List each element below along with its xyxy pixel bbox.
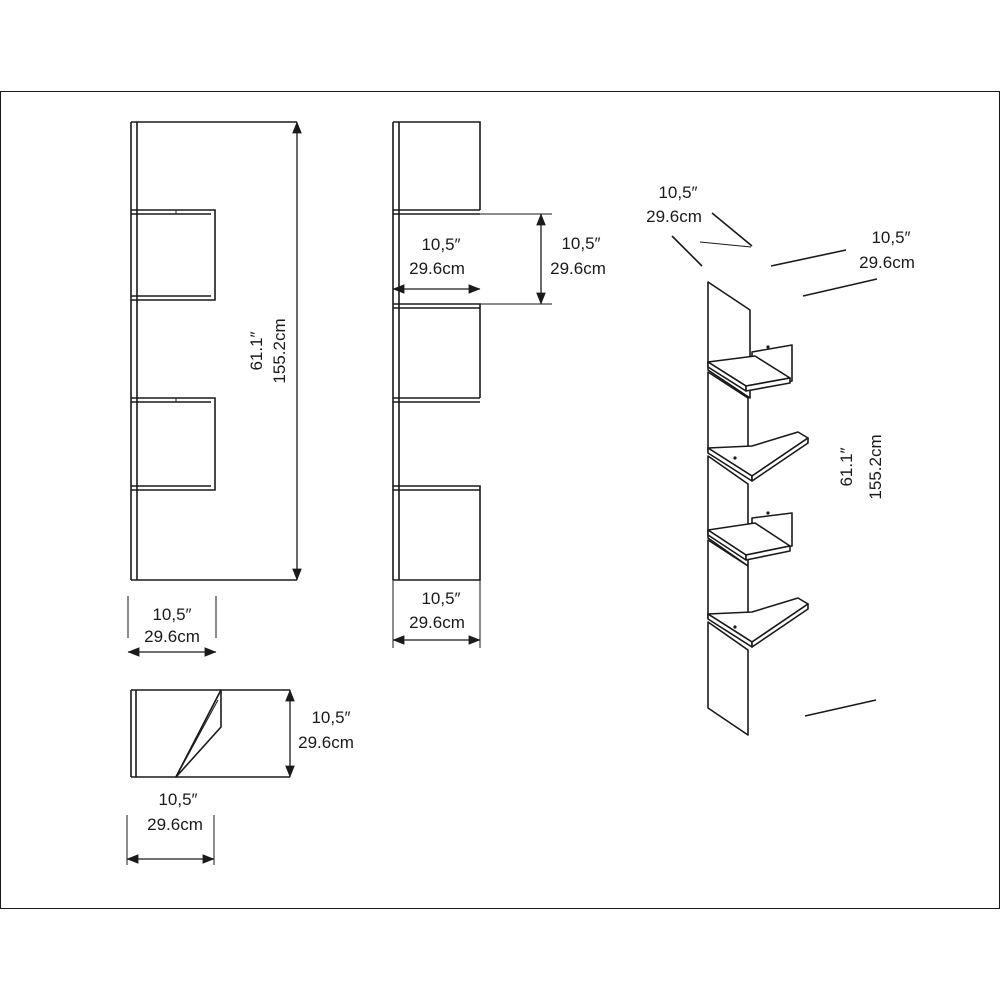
top-side-in-label: 10,5″ — [311, 708, 350, 727]
front-view: 61.1″ 155.2cm 10,5″ 29.6cm — [127, 121, 302, 657]
front-width-in-label: 10,5″ — [152, 605, 191, 624]
top-width-in-label: 10,5″ — [158, 790, 197, 809]
top-view: 10,5″ 29.6cm 10,5″ 29.6cm — [126, 689, 354, 865]
front-height-cm-label: 155.2cm — [270, 318, 289, 383]
top-width-cm-label: 29.6cm — [147, 815, 203, 834]
perspective-shelf-drawing — [707, 281, 809, 736]
perspective-right-leader — [770, 249, 847, 267]
side-base-cm-label: 29.6cm — [409, 613, 465, 632]
perspective-left-leader — [711, 212, 753, 247]
front-height-in-label: 61.1″ — [247, 331, 266, 370]
perspective-left-dimension-line — [671, 235, 703, 267]
side-view: 10,5″ 29.6cm 10,5″ 29.6cm 10,5″ 29.6cm — [392, 121, 606, 648]
side-gap-in-label: 10,5″ — [561, 234, 600, 253]
perspective-base-line — [804, 699, 877, 717]
side-gap-cm-label: 29.6cm — [550, 259, 606, 278]
side-depth-cm-label: 29.6cm — [409, 259, 465, 278]
side-base-in-label: 10,5″ — [421, 589, 460, 608]
top-side-cm-label: 29.6cm — [298, 733, 354, 752]
perspective-view: 10,5″ 29.6cm 10,5″ 29.6cm 61.1″ 155.2cm — [646, 183, 915, 736]
front-width-cm-label: 29.6cm — [144, 627, 200, 646]
perspective-left-in-label: 10,5″ — [658, 183, 697, 202]
top-view-outline — [130, 689, 290, 778]
perspective-right-cm-label: 29.6cm — [859, 253, 915, 272]
front-view-outline — [130, 121, 297, 581]
perspective-left-cm-label: 29.6cm — [646, 207, 702, 226]
perspective-height-in-label: 61.1″ — [837, 447, 856, 486]
perspective-right-dimension-line — [802, 278, 878, 297]
side-depth-in-label: 10,5″ — [421, 235, 460, 254]
perspective-right-in-label: 10,5″ — [871, 228, 910, 247]
side-view-outline — [392, 121, 481, 581]
perspective-height-cm-label: 155.2cm — [866, 434, 885, 499]
